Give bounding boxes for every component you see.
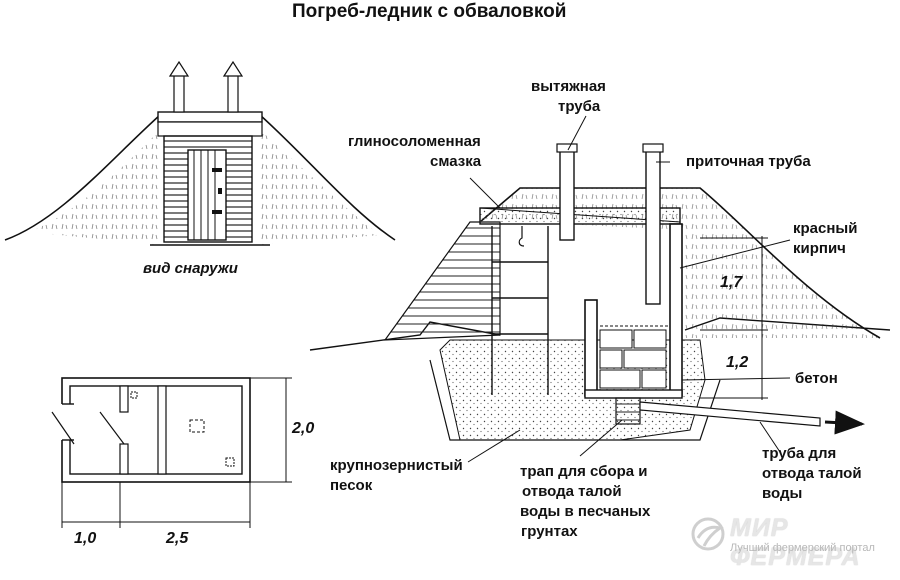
label-drain-pipe-2: отвода талой bbox=[762, 465, 862, 482]
label-drain-pipe-3: воды bbox=[762, 485, 803, 502]
plan-view-drawing bbox=[51, 377, 292, 528]
label-drain-pipe-1: труба для bbox=[762, 445, 837, 462]
label-exhaust-pipe-2: труба bbox=[558, 98, 601, 115]
label-supply-pipe: приточная труба bbox=[686, 153, 811, 170]
label-coarse-sand-1: крупнозернистый bbox=[330, 457, 463, 474]
label-trap-1: трап для сбора и bbox=[520, 463, 648, 480]
dimension-height-upper: 1,7 bbox=[720, 274, 743, 291]
brand-watermark: МИР ФЕРМЕРА Лучший фермерский портал bbox=[690, 510, 890, 571]
label-red-brick-1: красный bbox=[793, 220, 858, 237]
label-red-brick-2: кирпич bbox=[793, 240, 846, 257]
label-trap-4: грунтах bbox=[521, 523, 578, 540]
dimension-height-lower: 1,2 bbox=[726, 354, 749, 371]
section-view-drawing bbox=[309, 115, 891, 463]
ladder bbox=[491, 226, 549, 395]
dimension-plan-width-right: 2,5 bbox=[166, 530, 189, 547]
label-clay-straw-1: глиносоломенная bbox=[348, 133, 481, 150]
brand-tagline: Лучший фермерский портал bbox=[730, 542, 875, 554]
label-exhaust-pipe-1: вытяжная bbox=[531, 78, 606, 95]
label-clay-straw-2: смазка bbox=[430, 153, 482, 170]
label-trap-2: отвода талой bbox=[522, 483, 622, 500]
outside-view-drawing bbox=[4, 60, 396, 246]
label-coarse-sand-2: песок bbox=[330, 477, 373, 494]
diagram-title: Погреб-ледник с обваловкой bbox=[292, 1, 567, 22]
dimension-plan-depth: 2,0 bbox=[292, 420, 315, 437]
brand-logo-icon bbox=[691, 517, 725, 551]
label-concrete: бетон bbox=[795, 370, 838, 387]
dimension-plan-width-left: 1,0 bbox=[74, 530, 97, 547]
brand-name: МИР ФЕРМЕРА bbox=[730, 514, 861, 571]
ice-blocks bbox=[599, 325, 668, 389]
label-outside-view: вид снаружи bbox=[143, 260, 238, 277]
label-trap-3: воды в песчаных bbox=[520, 503, 651, 520]
